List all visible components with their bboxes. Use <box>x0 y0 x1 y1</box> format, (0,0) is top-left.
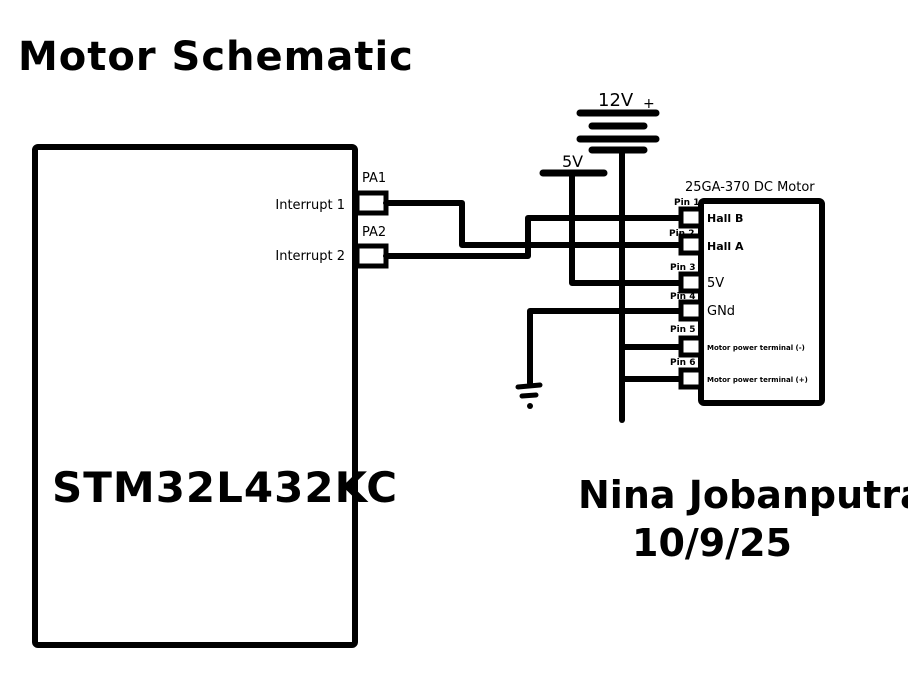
motor-pin-function: GNd <box>707 304 735 319</box>
motor-box <box>698 198 825 406</box>
author-date: 10/9/25 <box>632 521 792 565</box>
motor-pin-5 <box>678 335 704 358</box>
motor-pin-3 <box>678 271 704 294</box>
mcu-pin-pa2 <box>354 243 389 269</box>
motor-pin-4 <box>678 299 704 322</box>
motor-pin-function: Motor power terminal (+) <box>707 376 808 384</box>
motor-pin-function: Hall A <box>707 240 744 253</box>
motor-pin-function: 5V <box>707 276 724 291</box>
motor-pin-number: Pin 5 <box>670 325 695 335</box>
motor-pin-function: Hall B <box>707 212 743 225</box>
wire-gnd-pin4 <box>527 308 683 386</box>
supply-12v-label: 12V <box>598 90 634 111</box>
motor-pin-function: Motor power terminal (-) <box>707 344 805 352</box>
motor-pin-number: Pin 4 <box>670 292 695 302</box>
motor-pin-6 <box>678 367 704 390</box>
motor-pin-number: Pin 2 <box>669 229 694 239</box>
supply-12v-polarity: + <box>643 96 655 112</box>
motor-pin-1 <box>678 206 704 229</box>
author-name: Nina Jobanputra <box>578 473 908 517</box>
mcu-pin-label: PA2 <box>362 225 386 240</box>
mcu-name: STM32L432KC <box>52 463 398 512</box>
motor-pin-number: Pin 3 <box>670 263 695 273</box>
mcu-pin-pa1 <box>354 190 389 216</box>
mcu-pin-function: Interrupt 1 <box>275 198 345 213</box>
mcu-box <box>32 144 358 648</box>
mcu-pin-function: Interrupt 2 <box>275 249 345 264</box>
motor-name: 25GA-370 DC Motor <box>685 180 815 195</box>
wire-pa2-hall-b <box>383 215 683 259</box>
motor-pins <box>678 206 704 390</box>
battery-12v-icon <box>576 109 660 154</box>
wire-5v-pin3 <box>569 170 683 286</box>
ground-icon <box>515 382 543 409</box>
mcu-pin-label: PA1 <box>362 171 386 186</box>
supply-5v-label: 5V <box>562 152 583 171</box>
motor-pin-number: Pin 6 <box>670 358 695 368</box>
schematic-title: Motor Schematic <box>18 34 414 80</box>
wire-pa1-hall-a <box>383 200 683 248</box>
motor-pin-number: Pin 1 <box>674 198 699 208</box>
motor-pin-2 <box>678 233 704 256</box>
